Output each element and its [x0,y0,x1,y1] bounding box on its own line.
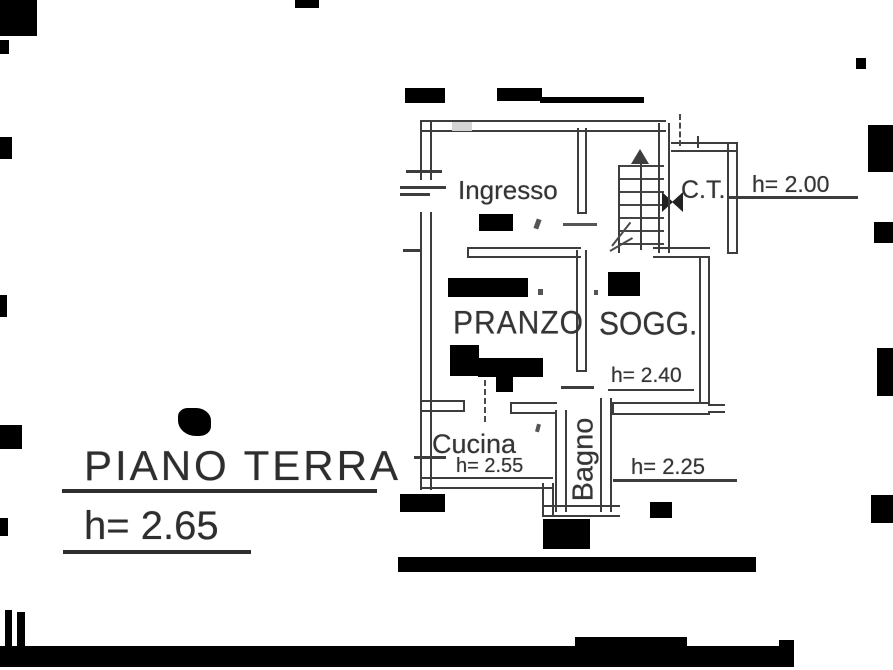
window-top [452,122,472,131]
wall-bagno-right [600,398,612,512]
scan-artifact [450,345,479,376]
wall-cucina-top-right [510,402,557,414]
door-threshold [561,386,594,389]
height-label-ct: h= 2.00 [752,171,830,197]
section-marker-icon [662,192,673,212]
room-label-ingresso: Ingresso [458,175,558,205]
scan-artifact [295,0,319,8]
scan-speck [563,223,597,226]
entry-door-dash [400,193,430,196]
scan-artifact [17,612,25,648]
height-label-bagno: h= 2.25 [631,454,706,479]
wall-connector [542,483,554,515]
dim-line-sogg [608,389,694,391]
wall-ingresso-right [577,128,587,214]
wall-hall-sogg [653,247,710,258]
wall-bagno-left [555,410,567,512]
scan-artifact [0,425,22,449]
floor-height-label: h= 2.65 [84,504,219,548]
wall-ingresso-bottom [467,247,581,258]
scan-artifact [478,358,543,377]
scan-artifact [5,610,12,648]
scan-artifact [0,137,12,159]
room-label-ct: C.T. [681,176,726,204]
dim-line-bagno [613,479,737,482]
wall-tick [406,170,442,173]
scan-artifact [0,40,9,54]
cucina-door-dash [484,380,486,422]
scan-artifact [400,494,445,512]
scan-artifact [405,88,445,103]
scan-artifact [877,348,893,396]
wall-cucina-top-left [420,400,465,412]
scan-artifact [856,58,866,69]
scan-artifact-bar [0,646,791,667]
wall-tick [403,249,421,252]
wall-pranzo-sogg [576,250,587,372]
wall-stair-right [658,123,670,253]
stair-centerline [640,152,642,250]
scan-artifact [874,222,893,243]
entry-door-dash [400,186,446,189]
wall-left-mid [420,212,432,400]
wall-ct-top [671,142,737,152]
room-label-cucina: Cucina [432,429,517,459]
scan-artifact [868,125,893,172]
dim-line-ct [728,196,858,199]
scan-speck [538,289,543,295]
scan-speck [533,218,542,230]
wall-stub-right [708,404,725,413]
wall-left-lower [420,400,432,490]
scan-artifact [178,408,211,436]
wall-tick [414,456,446,459]
title-underline [62,489,377,493]
scan-artifact [871,495,893,523]
floor-height-underline [63,550,251,554]
scan-artifact-bar [398,557,756,572]
scan-artifact [0,518,8,536]
scan-speck [594,290,598,295]
wall-sogg-right [699,258,710,404]
wall-left-upper [420,120,432,180]
scan-artifact [0,0,37,36]
scan-artifact [0,295,7,317]
scan-artifact [650,502,672,518]
room-label-bagno: Bagno [567,417,600,501]
scan-artifact [497,88,542,101]
height-label-sogg: h= 2.40 [611,364,682,387]
scan-artifact [540,97,644,103]
page-title: PIANO TERRA [84,442,401,489]
room-label-sogg: SOGG. [599,306,698,343]
wall-cucina-bottom [420,477,553,489]
scan-artifact [496,375,513,392]
scan-artifact [448,278,528,297]
scan-artifact [479,214,513,231]
section-marker-icon [672,192,683,212]
wall-bagno-bottom [542,505,620,517]
scan-artifact [608,272,640,296]
ct-tick [697,136,699,148]
ct-axis-dash [679,114,681,146]
room-label-pranzo: PRANZO [453,305,585,342]
scan-artifact [779,640,794,667]
scan-artifact [575,637,687,648]
room-label-bagno-wrap: Bagno [529,404,639,514]
height-label-cucina: h= 2.55 [456,455,524,477]
scan-artifact [543,519,590,549]
wall-sogg-bottom [612,402,710,415]
